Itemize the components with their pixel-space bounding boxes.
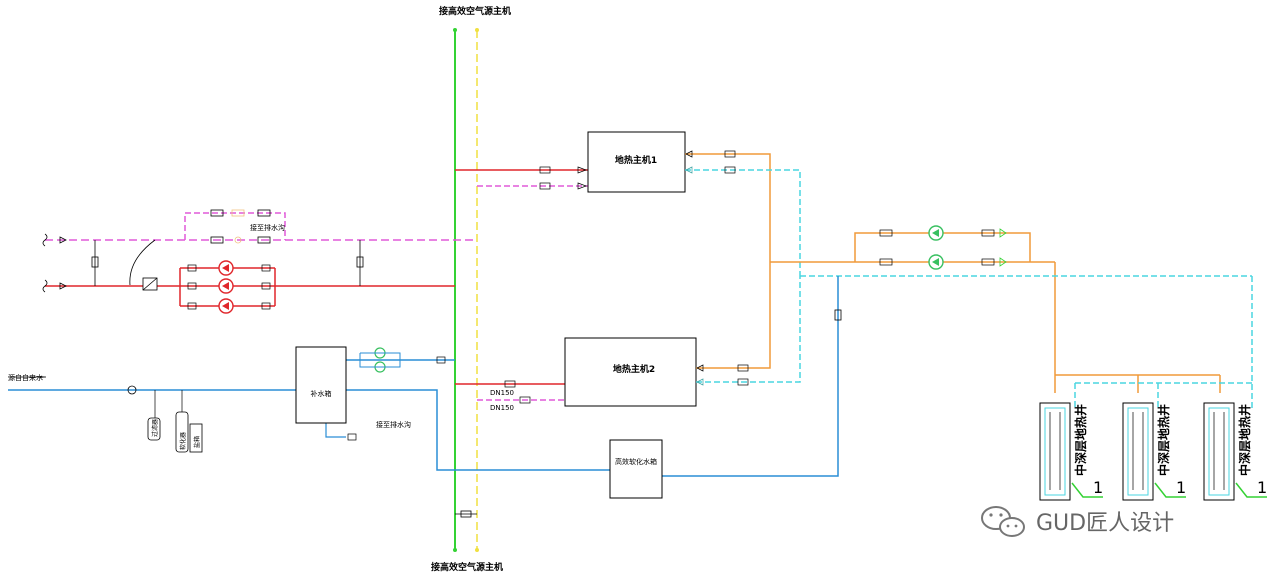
drain-label-1: 接至排水沟 [250, 223, 285, 232]
bottom-connection-label: 接高效空气源主机 [431, 561, 503, 573]
device-b-label: 软化器 [179, 432, 187, 450]
softener-tank [609, 439, 663, 499]
dn-label-upper: DN150 [490, 389, 514, 397]
host-feed [455, 166, 588, 404]
device-c-label: 盐箱 [193, 436, 201, 448]
well-1-index: 1 [1093, 478, 1103, 497]
air-source-mains [453, 28, 479, 552]
geothermal-wells [1039, 402, 1267, 501]
water-tank-label: 补水箱 [311, 389, 332, 398]
device-a-label: 过滤器 [151, 419, 159, 437]
well-2-index: 1 [1176, 478, 1186, 497]
well-1-label: 中深层地热井 [1073, 404, 1088, 476]
makeup-water [8, 276, 842, 477]
watermark: GUD匠人设计 [981, 506, 1174, 537]
watermark-text: GUD匠人设计 [1036, 511, 1174, 536]
geo-host-2 [564, 337, 697, 407]
left-pump-group [187, 260, 271, 314]
dn-label-lower: DN150 [490, 404, 514, 412]
softener-tank-label: 高效软化水箱 [615, 457, 657, 466]
geo-loop [685, 150, 1253, 410]
water-tank [295, 346, 347, 424]
well-3-index: 1 [1257, 478, 1267, 497]
building-loop [42, 209, 477, 307]
wechat-icon [981, 506, 1025, 537]
geo-host-1-label: 地热主机1 [615, 154, 657, 166]
drain-label-2: 接至排水沟 [376, 420, 411, 429]
well-2-label: 中深层地热井 [1156, 404, 1171, 476]
top-connection-label: 接高效空气源主机 [439, 5, 511, 17]
geo-host-2-label: 地热主机2 [613, 363, 655, 375]
water-inlet-label: 源自自来水 [8, 373, 43, 382]
geo-host-1 [587, 131, 686, 193]
well-3-label: 中深层地热井 [1237, 404, 1252, 476]
